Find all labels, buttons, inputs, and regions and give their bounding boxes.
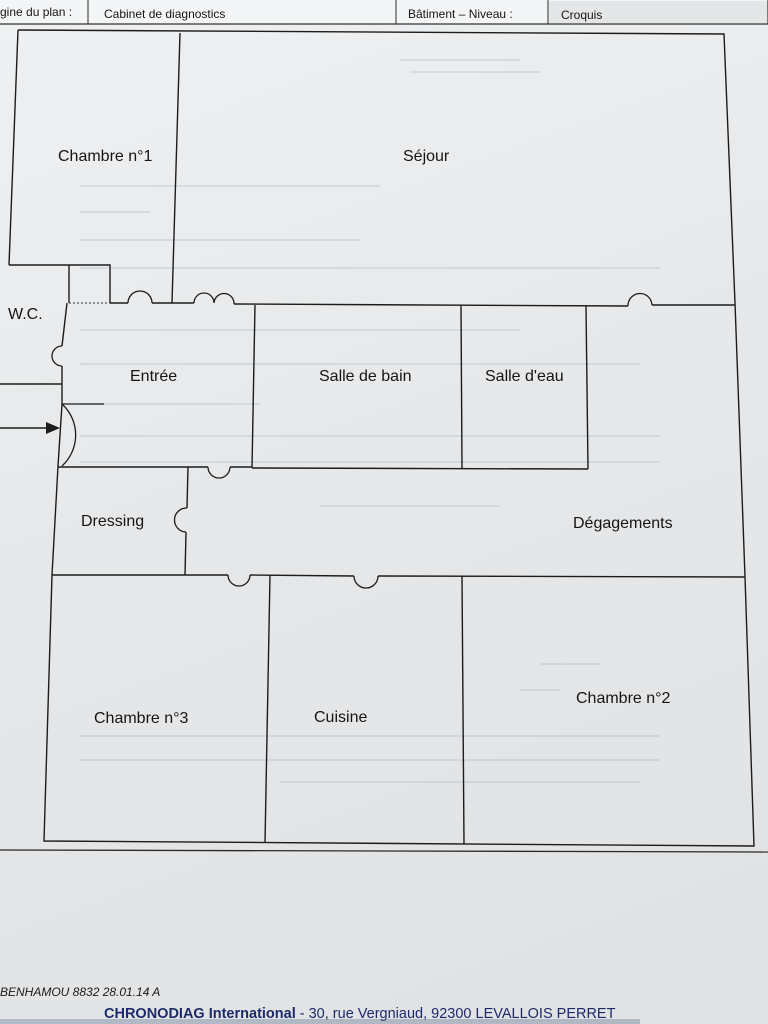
room-label-degagements: Dégagements — [573, 515, 673, 532]
door-cuisine — [353, 575, 379, 589]
room-label-salle-de-bain: Salle de bain — [319, 368, 412, 385]
plan-origin-label: gine du plan : — [0, 5, 72, 19]
door-sejour-right — [627, 292, 653, 307]
room-label-salle-deau: Salle d'eau — [485, 368, 564, 385]
room-label-wc: W.C. — [8, 306, 43, 323]
cropped-contact-line — [0, 1019, 640, 1024]
plan-frame-bottom — [0, 849, 768, 853]
company-address: - 30, rue Vergniaud, 92300 LEVALLOIS PER… — [296, 1006, 616, 1022]
company-address-line: CHRONODIAG International - 30, rue Vergn… — [104, 1006, 616, 1022]
plan-origin-value: Cabinet de diagnostics — [104, 7, 225, 21]
door-dressing — [173, 507, 188, 533]
room-label-cuisine: Cuisine — [314, 709, 367, 726]
door-sejour-double — [193, 292, 235, 305]
room-label-sejour: Séjour — [403, 148, 450, 165]
door-entree-degagements — [207, 466, 231, 479]
door-chambre1 — [127, 290, 153, 304]
door-entrance — [61, 403, 104, 467]
building-level-label: Bâtiment – Niveau : — [408, 7, 513, 21]
room-label-chambre3: Chambre n°3 — [94, 710, 189, 727]
door-chambre3 — [227, 574, 251, 587]
outer-wall — [17, 29, 755, 847]
company-name: CHRONODIAG International — [104, 1006, 296, 1022]
document-reference: BENHAMOU 8832 28.01.14 A — [0, 985, 160, 999]
room-label-dressing: Dressing — [81, 513, 144, 530]
room-labels: Chambre n°1 Séjour W.C. Entrée Salle de … — [8, 148, 673, 727]
paper-bleed-through — [80, 59, 660, 783]
wc-walls — [9, 264, 111, 303]
door-wc — [51, 345, 63, 367]
doors — [51, 290, 653, 589]
header-bar: gine du plan : Cabinet de diagnostics Bâ… — [0, 0, 768, 25]
building-level-value: Croquis — [561, 8, 602, 22]
walls — [0, 29, 755, 847]
arrow-right-icon — [0, 422, 60, 434]
room-label-entree: Entrée — [130, 368, 177, 385]
footer: BENHAMOU 8832 28.01.14 A CHRONODIAG Inte… — [0, 985, 640, 1024]
room-label-chambre1: Chambre n°1 — [58, 148, 153, 165]
room-label-chambre2: Chambre n°2 — [576, 690, 671, 707]
